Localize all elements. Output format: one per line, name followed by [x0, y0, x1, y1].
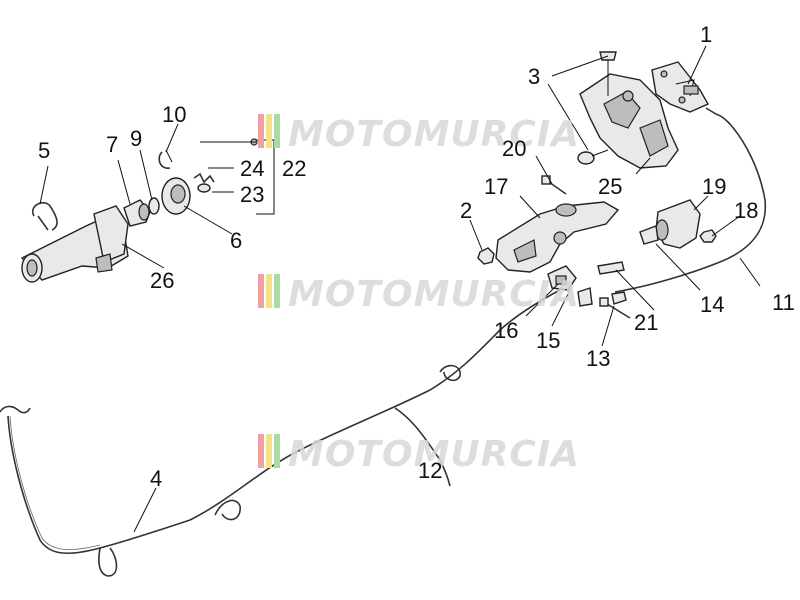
label-22: 22	[282, 156, 306, 181]
part-17-arm	[495, 201, 620, 273]
watermark-bottom: MOTOMURCIA	[258, 434, 580, 475]
label-26: 26	[150, 268, 174, 293]
label-12: 12	[418, 458, 442, 483]
part-20-screw	[541, 175, 567, 195]
label-6: 6	[230, 228, 242, 253]
part-7-cylinder	[123, 199, 151, 227]
label-3: 3	[528, 64, 540, 89]
part-2-nut	[477, 247, 495, 265]
watermark-text-middle: MOTOMURCIA	[288, 274, 580, 315]
label-7: 7	[106, 132, 118, 157]
label-20: 20	[502, 136, 526, 161]
label-23: 23	[240, 182, 264, 207]
label-4: 4	[150, 466, 162, 491]
label-13: 13	[586, 346, 610, 371]
label-24: 24	[240, 156, 264, 181]
cable-12	[0, 289, 561, 577]
label-10: 10	[162, 102, 186, 127]
part-9-washer	[148, 197, 160, 215]
label-1: 1	[700, 22, 712, 47]
label-18: 18	[734, 198, 758, 223]
label-16: 16	[494, 318, 518, 343]
label-15: 15	[536, 328, 560, 353]
part-26-housing	[20, 205, 129, 283]
part-18-nut	[699, 229, 717, 243]
label-11: 11	[772, 290, 795, 315]
label-14: 14	[700, 292, 724, 317]
leader-lines	[39, 45, 761, 533]
part-numbers: 1 2 3 4 5 6 7 9 10 11 12 13 14 15 16 17 …	[38, 22, 795, 491]
part-1-bracket	[651, 61, 709, 113]
part-10-pin	[158, 149, 173, 169]
watermark-middle: MOTOMURCIA	[258, 274, 580, 315]
parts-small-hardware	[547, 261, 631, 319]
cable-11	[614, 107, 767, 293]
watermark-top: MOTOMURCIA	[258, 114, 580, 155]
label-21: 21	[634, 310, 658, 335]
label-17: 17	[484, 174, 508, 199]
watermark-text-bottom: MOTOMURCIA	[288, 434, 580, 475]
part-6-ring	[161, 177, 191, 215]
label-5: 5	[38, 138, 50, 163]
part-3-screws	[577, 51, 617, 165]
label-19: 19	[702, 174, 726, 199]
label-25: 25	[598, 174, 622, 199]
label-2: 2	[460, 198, 472, 223]
watermark-text-top: MOTOMURCIA	[288, 114, 580, 155]
part-19-actuator	[639, 199, 701, 249]
part-5-clip	[31, 201, 58, 231]
label-9: 9	[130, 126, 142, 151]
part-25-lock-housing	[579, 73, 679, 169]
